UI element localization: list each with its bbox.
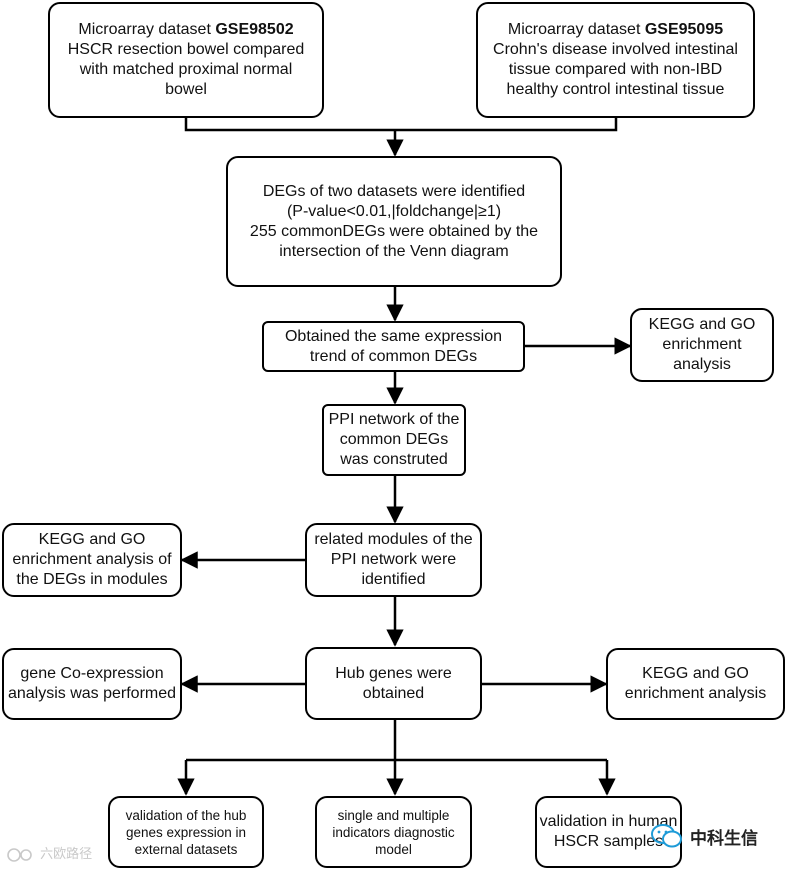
diagnostic-line1: single and multiple: [337, 807, 450, 823]
kegg-hub-line1: KEGG and GO: [642, 665, 749, 682]
wechat-logo-icon: [651, 824, 682, 848]
node-kegg-enrichment: KEGG and GO enrichment analysis: [630, 308, 774, 382]
diagnostic-line3: model: [375, 841, 412, 857]
node-related-modules: related modules of the PPI network were …: [305, 523, 482, 597]
ppi-line1: PPI network of the: [328, 411, 460, 428]
node-ppi-network: PPI network of the common DEGs was const…: [322, 404, 466, 476]
gse98502-line2: HSCR resection bowel compared: [67, 41, 305, 58]
degs-line3: 255 commonDEGs were obtained by the: [249, 222, 539, 240]
coexp-line2: analysis was performed: [7, 685, 177, 702]
ppi-line2: common DEGs: [339, 431, 449, 448]
watermark-right: 中科生信: [650, 822, 758, 850]
ppi-line3: was construted: [340, 451, 448, 468]
node-coexpression: gene Co-expression analysis was performe…: [2, 648, 182, 720]
kegg1-line2: enrichment: [662, 336, 742, 353]
node-gse98502: Microarray dataset GSE98502 HSCR resecti…: [48, 2, 324, 118]
gse98502-line3: with matched proximal normal: [79, 61, 293, 78]
node-gse95095: Microarray dataset GSE95095 Crohn's dise…: [476, 2, 755, 118]
modules-line2: PPI network were: [330, 551, 457, 568]
kegg-modules-line2: enrichment analysis of: [12, 551, 172, 568]
gse98502-line4: bowel: [165, 81, 207, 98]
watermark-left-text: 六欧路径: [40, 847, 93, 862]
gse95095-line1: Microarray dataset GSE95095: [507, 21, 724, 38]
gse95095-line2: Crohn's disease involved intestinal: [493, 41, 738, 58]
node-validation-external: validation of the hub genes expression i…: [108, 796, 264, 868]
validation-ext-line1: validation of the hub: [125, 807, 247, 823]
node-kegg-modules: KEGG and GO enrichment analysis of the D…: [2, 523, 182, 597]
degs-line1: DEGs of two datasets were identified: [262, 182, 526, 200]
kegg1-line1: KEGG and GO: [648, 316, 756, 333]
watermark-left: 六欧路径: [6, 843, 92, 863]
node-degs: DEGs of two datasets were identified (P-…: [226, 156, 562, 287]
validation-ext-line3: external datasets: [134, 841, 238, 857]
gse95095-line3: tissue compared with non-IBD: [508, 61, 723, 78]
modules-line3: identified: [361, 571, 426, 588]
kegg1-line3: analysis: [673, 356, 731, 373]
trend-line2: trend of common DEGs: [309, 347, 478, 365]
kegg-hub-line2: enrichment analysis: [624, 685, 767, 702]
merge-connector: [184, 118, 618, 132]
kegg-modules-line1: KEGG and GO: [38, 531, 146, 548]
degs-line2: (P-value<0.01,|foldchange|≥1): [286, 202, 502, 220]
gse95095-line4: healthy control intestinal tissue: [506, 81, 725, 98]
watermark-right-text: 中科生信: [690, 828, 758, 849]
node-validation-hscr: validation in human HSCR samples: [535, 796, 682, 868]
kegg-modules-line3: the DEGs in modules: [16, 571, 168, 588]
modules-line1: related modules of the: [314, 531, 473, 548]
hub-line1: Hub genes were: [335, 664, 452, 682]
coexp-line1: gene Co-expression: [20, 665, 164, 682]
hub-line2: obtained: [362, 684, 425, 702]
trend-line1: Obtained the same expression: [284, 327, 502, 345]
validation-hscr-line1: validation in human: [539, 813, 678, 830]
node-kegg-hub: KEGG and GO enrichment analysis: [606, 648, 785, 720]
watermark-logo-icon: [7, 847, 32, 862]
gse98502-line1: Microarray dataset GSE98502: [78, 21, 294, 38]
validation-hscr-line2: HSCR samples: [553, 833, 664, 850]
node-diagnostic-model: single and multiple indicators diagnosti…: [315, 796, 472, 868]
node-trend: Obtained the same expression trend of co…: [262, 321, 525, 372]
diagnostic-line2: indicators diagnostic: [332, 824, 455, 840]
validation-ext-line2: genes expression in: [125, 824, 247, 840]
node-hub-genes: Hub genes were obtained: [305, 647, 482, 720]
degs-line4: intersection of the Venn diagram: [279, 242, 509, 260]
